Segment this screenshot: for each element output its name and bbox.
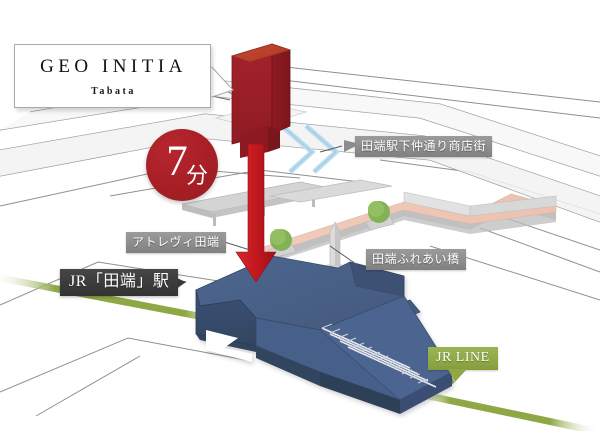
label-atre-vie-tabata: アトレヴィ田端 (126, 232, 226, 253)
walk-route-arrow (235, 143, 277, 283)
fureai-bridge-plaza (247, 191, 557, 270)
property-subtitle: Tabata (91, 86, 136, 97)
water-feature-outline (281, 125, 337, 173)
jr-line-label-tail (448, 369, 467, 382)
label-fureai-bridge: 田端ふれあい橋 (366, 249, 466, 270)
label-jr-tabata-station: JR「田端」駅 (60, 269, 179, 296)
property-title-card: GEO INITIA Tabata (14, 44, 211, 108)
tree (365, 201, 395, 231)
label-jr-line: JR LINE (428, 347, 498, 370)
property-building-geo-initia (214, 43, 308, 158)
walk-time-unit: 分 (186, 163, 209, 188)
property-title: GEO INITIA (40, 56, 187, 77)
railway-sleepers (321, 323, 429, 384)
label-shopping-street: 田端駅下仲通り商店街 (355, 136, 493, 157)
walk-time-number: 7 (166, 138, 188, 185)
walk-time-badge: 7 分 (146, 129, 218, 201)
tree (267, 229, 297, 259)
